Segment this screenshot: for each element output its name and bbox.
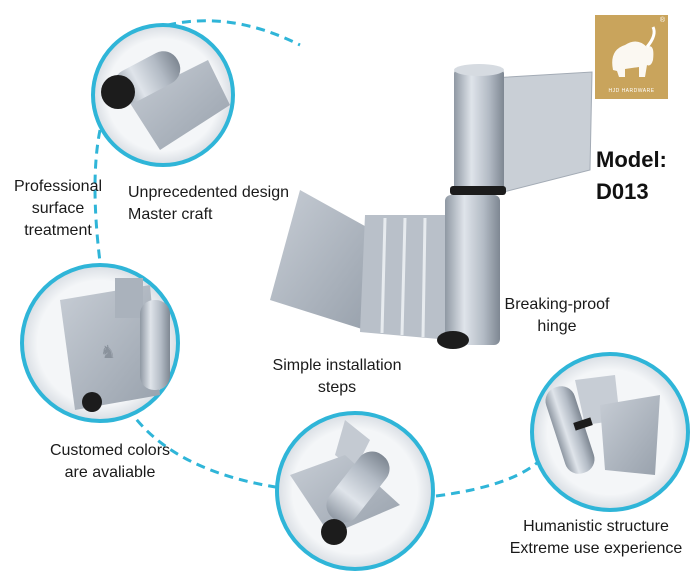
detail-circle-top (91, 23, 235, 167)
registered-mark: ® (659, 17, 665, 24)
arc-top (111, 19, 301, 50)
feature-structure: Humanistic structure Extreme use experie… (509, 518, 683, 557)
model-title: Model: (596, 147, 667, 172)
detail-circle-right (530, 352, 690, 512)
feature-colors: Customed colors are avaliable (49, 442, 171, 481)
feature-breaking-proof: Breaking-proof hinge (504, 296, 610, 335)
detail-circle-bottom (275, 411, 435, 571)
feature-design: Unprecedented design Master craft (128, 184, 290, 223)
feature-installation: Simple installation steps (272, 357, 402, 396)
main-hinge-image (270, 64, 593, 349)
feature-professional-surface: Professional surface treatment (13, 178, 103, 239)
model-label: Model: D013 (596, 144, 667, 208)
arc-bottom-right (435, 454, 547, 498)
elephant-icon (612, 26, 656, 77)
detail-circle-left: ♞ (20, 263, 180, 423)
brand-logo: ® HJD HARDWARE (595, 15, 668, 99)
svg-text:♞: ♞ (100, 342, 116, 363)
logo-text: HJD HARDWARE (608, 88, 655, 94)
model-code: D013 (596, 179, 649, 204)
